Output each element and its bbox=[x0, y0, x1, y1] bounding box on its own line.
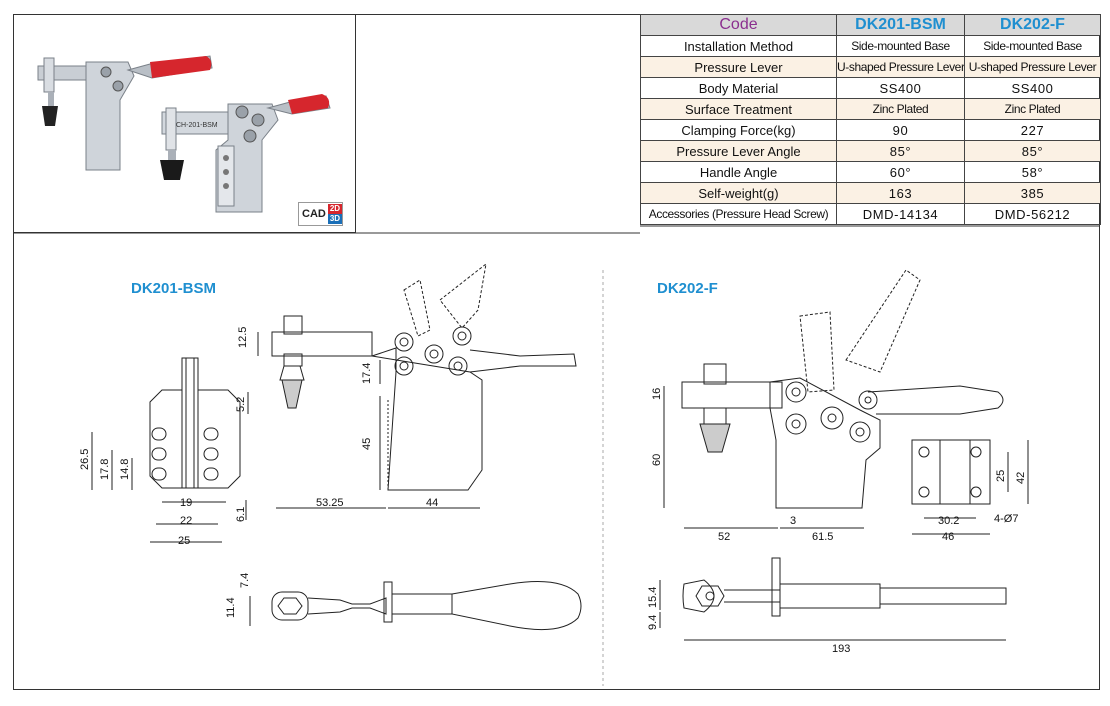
dim-17-4: 17.4 bbox=[361, 363, 373, 384]
dim-15-4: 15.4 bbox=[647, 587, 659, 608]
dim-26-5: 26.5 bbox=[79, 449, 91, 470]
dim-25: 25 bbox=[178, 535, 190, 547]
row-value-1: 60° bbox=[836, 161, 965, 183]
dim-22: 22 bbox=[180, 515, 192, 527]
dim-60: 60 bbox=[651, 454, 663, 466]
top-view-handle bbox=[451, 581, 582, 631]
row-value-1: SS400 bbox=[836, 77, 965, 99]
dim-17-8: 17.8 bbox=[99, 459, 111, 480]
dim-46: 46 bbox=[942, 531, 954, 543]
side-plate-2 bbox=[911, 439, 991, 505]
row-value-1: Side-mounted Base bbox=[836, 35, 965, 57]
row-label: Handle Angle bbox=[640, 161, 837, 183]
top-view-head-2 bbox=[682, 579, 715, 613]
handle-2 bbox=[867, 385, 1004, 415]
dim-53-25: 53.25 bbox=[316, 497, 344, 509]
dim-14-8: 14.8 bbox=[119, 459, 131, 480]
row-value-2: Zinc Plated bbox=[964, 98, 1101, 120]
dim-hole: 4-Ø7 bbox=[994, 513, 1018, 525]
row-value-2: 85° bbox=[964, 140, 1101, 162]
dim-45: 45 bbox=[361, 438, 373, 450]
row-label: Surface Treatment bbox=[640, 98, 837, 120]
clamp-photo-1 bbox=[37, 55, 213, 171]
dim-6-1: 6.1 bbox=[235, 507, 247, 522]
cad-badge[interactable]: CAD 2D 3D bbox=[298, 202, 344, 226]
row-label: Pressure Lever Angle bbox=[640, 140, 837, 162]
dim-42: 42 bbox=[1015, 472, 1027, 484]
dk202-dimensions: 16 60 52 3 61.5 25 42 30.2 46 4-Ø7 15.4 … bbox=[647, 388, 1027, 655]
base-web bbox=[181, 357, 199, 489]
spec-row: Surface Treatment Zinc Plated Zinc Plate… bbox=[640, 98, 1101, 120]
header-model-1: DK201-BSM bbox=[836, 14, 965, 36]
header-model-2: DK202-F bbox=[964, 14, 1101, 36]
dim-16: 16 bbox=[651, 388, 663, 400]
dim-9-4: 9.4 bbox=[647, 615, 659, 630]
clamp-arm bbox=[271, 331, 373, 357]
dk201-dimensions: 12.5 17.4 45 5.2 26.5 17.8 14.8 19 22 25… bbox=[79, 327, 438, 618]
dim-61-5: 61.5 bbox=[812, 531, 833, 543]
spec-row: Pressure Lever U-shaped Pressure Lever U… bbox=[640, 56, 1101, 78]
part-marking: CH-201-BSM bbox=[176, 122, 218, 129]
dim-25-b: 25 bbox=[995, 470, 1007, 482]
drawing-title-dk201: DK201-BSM bbox=[131, 280, 217, 297]
spec-header-row: Code DK201-BSM DK202-F bbox=[640, 14, 1101, 36]
dim-52: 52 bbox=[718, 531, 730, 543]
spec-row: Accessories (Pressure Head Screw) DMD-14… bbox=[640, 203, 1101, 225]
dim-11-4: 11.4 bbox=[225, 597, 237, 618]
row-value-1: DMD-14134 bbox=[836, 203, 965, 225]
spec-row: Handle Angle 60° 58° bbox=[640, 161, 1101, 183]
dim-193: 193 bbox=[832, 643, 850, 655]
dim-12-5: 12.5 bbox=[237, 327, 249, 348]
outer-frame bbox=[13, 14, 1100, 690]
clamp-photo-2: CH-201-BSM bbox=[160, 94, 331, 213]
row-value-2: Side-mounted Base bbox=[964, 35, 1101, 57]
row-label: Accessories (Pressure Head Screw) bbox=[640, 203, 837, 225]
row-value-1: U-shaped Pressure Lever bbox=[836, 56, 965, 78]
dim-7-4: 7.4 bbox=[239, 573, 251, 588]
spec-row: Body Material SS400 SS400 bbox=[640, 77, 1101, 99]
top-view-handle-2 bbox=[880, 587, 1007, 605]
handle bbox=[469, 349, 577, 373]
spec-row: Installation Method Side-mounted Base Si… bbox=[640, 35, 1101, 57]
cad-2d-label: 2D bbox=[327, 204, 343, 214]
clamp-body-2 bbox=[769, 377, 881, 509]
row-label: Self-weight(g) bbox=[640, 182, 837, 204]
cad-label: CAD bbox=[302, 208, 326, 220]
dim-3: 3 bbox=[790, 515, 796, 527]
spec-table: Code DK201-BSM DK202-F Installation Meth… bbox=[640, 14, 1101, 225]
clamp-body bbox=[371, 347, 483, 491]
dim-5-2: 5.2 bbox=[235, 397, 247, 412]
row-value-2: U-shaped Pressure Lever bbox=[964, 56, 1101, 78]
clamp-arm-2 bbox=[681, 381, 783, 409]
spec-row: Pressure Lever Angle 85° 85° bbox=[640, 140, 1101, 162]
spec-row: Self-weight(g) 163 385 bbox=[640, 182, 1101, 204]
dim-44: 44 bbox=[426, 497, 438, 509]
row-value-2: DMD-56212 bbox=[964, 203, 1101, 225]
dim-30-2: 30.2 bbox=[938, 515, 959, 527]
drawing-title-dk202: DK202-F bbox=[657, 280, 718, 297]
top-view-head bbox=[271, 591, 309, 621]
cad-3d-label: 3D bbox=[327, 214, 343, 224]
row-value-1: 85° bbox=[836, 140, 965, 162]
dim-19: 19 bbox=[180, 497, 192, 509]
